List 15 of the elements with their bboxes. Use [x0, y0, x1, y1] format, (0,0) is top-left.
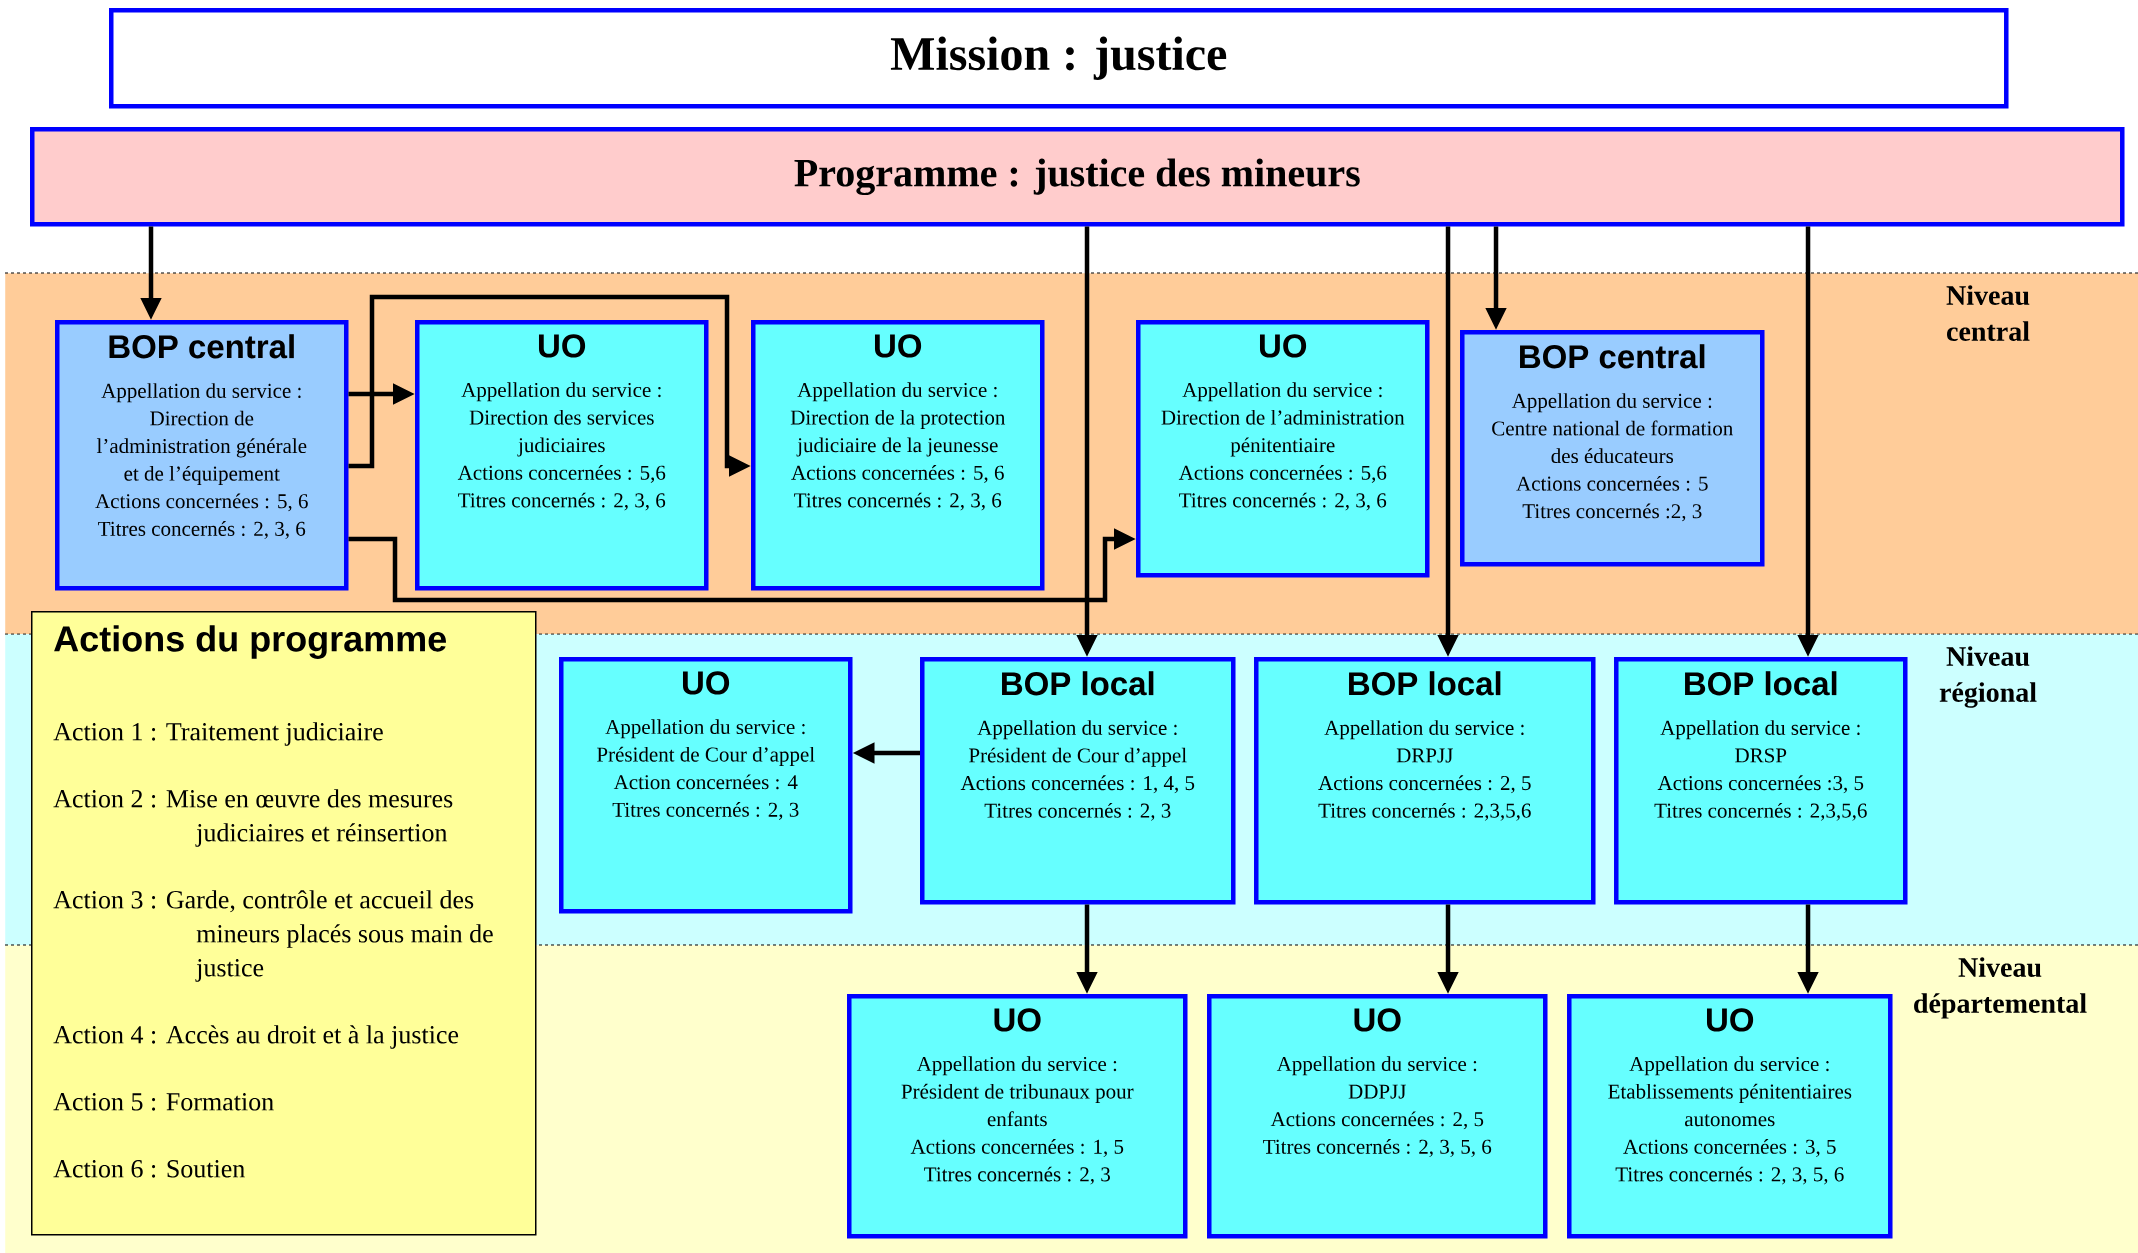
mission-box: Mission : justice	[109, 8, 2009, 109]
uo-box: UO Appellation du service : DDPJJ Actions concernées : 2, 5 Titres concernés : 2, 3, 5, 6	[1207, 994, 1548, 1239]
uo-box: UO Appellation du service : Direction des services judiciaires Actions concernées : 5,6 Titres concernés : 2, 3, 6	[415, 320, 709, 591]
bop-box: BOP local Appellation du service : DRSP Actions concernées :3, 5 Titres concernés : 2,3,5,6	[1614, 657, 1908, 905]
uo-box: UO Appellation du service : Direction de la protection judiciaire de la jeunesse Actions concernées : 5, 6 Titres concernés : 2, 3, 6	[751, 320, 1045, 591]
program-box: Programme : justice des mineurs	[30, 127, 2125, 227]
bop-box: BOP local Appellation du service : DRPJJ Actions concernées : 2, 5 Titres concernés : 2,3,5,6	[1254, 657, 1596, 905]
uo-box: UO Appellation du service : Etablissements pénitentiaires autonomes Actions concernées : 3, 5 Titres concernés : 2, 3, 5, 6	[1567, 994, 1893, 1239]
bop-box: BOP local Appellation du service : Président de Cour d’appel Actions concernées : 1, 4, 5 Titres concernés : 2, 3	[920, 657, 1236, 905]
uo-box: UO Appellation du service : Direction de l’administration pénitentiaire Actions concernées : 5,6 Titres concernés : 2, 3, 6	[1136, 320, 1430, 578]
uo-box: UO Appellation du service : Président de Cour d’appel Action concernées : 4 Titres concernés : 2, 3	[559, 657, 853, 914]
uo-box: UO Appellation du service : Président de tribunaux pour enfants Actions concernées : 1, 5 Titres concernés : 2, 3	[847, 994, 1188, 1239]
bop-box: BOP central Appellation du service : Centre national de formation des éducateurs Actions concernées : 5 Titres concernés :2, 3	[1460, 330, 1765, 567]
actions-panel: Actions du programme Action 1 : Traitement judiciaire Action 2 : Mise en œuvre des mesures judiciaires et réinsertion Action 3 : Garde, contrôle et accueil des mineurs placés sous main de justice Action 4 : Accès au droit et à la justice Action 5 : Formation Action 6 : Soutien	[31, 611, 537, 1236]
bop-box: BOP central Appellation du service : Direction de l’administration générale et de l’équipement Actions concernées : 5, 6 Titres concernés : 2, 3, 6	[55, 320, 349, 591]
